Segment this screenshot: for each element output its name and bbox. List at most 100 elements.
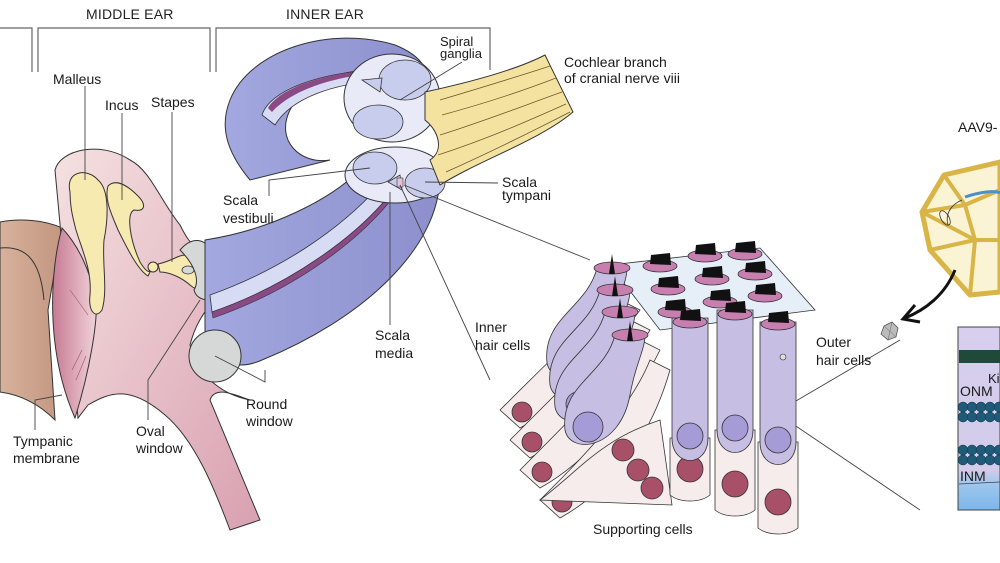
supporting-cell bbox=[538, 419, 673, 506]
oval-window bbox=[179, 240, 213, 301]
stereocilia-bundle bbox=[768, 311, 789, 323]
outer-ear-bracket bbox=[0, 27, 33, 72]
section-brackets bbox=[0, 27, 491, 72]
transduction-arrow bbox=[904, 269, 957, 320]
outer-hair-cell-nucleus bbox=[676, 422, 704, 450]
nerve-fibers bbox=[437, 65, 571, 173]
membrane-protein bbox=[984, 401, 996, 413]
label-inm: INM bbox=[960, 468, 986, 484]
tympanic-membrane bbox=[52, 227, 97, 420]
stereocilia bbox=[609, 254, 615, 274]
stereocilia bbox=[612, 276, 618, 296]
label-stapes: Stapes bbox=[151, 94, 195, 110]
supporting-cell-nucleus bbox=[521, 431, 543, 453]
stereocilia-bundle bbox=[695, 243, 716, 255]
label-scala-tympani-2: tympani bbox=[502, 187, 552, 203]
membrane-protein bbox=[975, 444, 987, 456]
middle-ear-header: MIDDLE EAR bbox=[86, 6, 174, 22]
label-scala-media-1: Scala bbox=[375, 327, 411, 343]
supporting-cell-nucleus bbox=[531, 461, 553, 483]
stereocilia-bundle bbox=[710, 289, 731, 301]
label-malleus: Malleus bbox=[53, 71, 102, 87]
label-scala-media-2: media bbox=[375, 345, 414, 361]
cochlea-cross-section-upper bbox=[343, 53, 441, 143]
membrane-protein bbox=[975, 454, 987, 466]
outer-hair-cell-nucleus bbox=[721, 414, 749, 442]
incus-bone bbox=[106, 182, 153, 277]
membrane-protein bbox=[966, 454, 978, 466]
stereocilia-bundle bbox=[665, 299, 686, 311]
stereocilia-bundle bbox=[658, 276, 679, 288]
stereocilia-bundle bbox=[735, 241, 756, 253]
supporting-cell-nucleus bbox=[640, 476, 664, 500]
label-onm: ONM bbox=[960, 383, 993, 399]
membrane-protein bbox=[984, 444, 996, 456]
stereocilia bbox=[627, 321, 633, 341]
outer-ear-fold bbox=[0, 247, 45, 301]
label-oval-window-2: window bbox=[136, 440, 183, 456]
membrane-protein bbox=[966, 401, 978, 413]
label-outer-hair-cells-1: Outer bbox=[816, 334, 852, 350]
inner-ear-bracket bbox=[215, 27, 491, 72]
label-scala-vestibuli-1: Scala bbox=[223, 192, 259, 208]
outer-hair-cell bbox=[716, 309, 754, 453]
membrane-protein bbox=[993, 454, 1000, 466]
leader-lines bbox=[34, 61, 921, 511]
membrane-protein bbox=[975, 401, 987, 413]
supporting-cell bbox=[757, 441, 799, 535]
label-tympanic-membrane-2: membrane bbox=[13, 450, 80, 466]
label-outer-hair-cells-2: hair cells bbox=[816, 352, 872, 368]
nerve-bouton bbox=[779, 353, 787, 361]
inner-hair-cell-nucleus bbox=[572, 411, 604, 443]
nuclear-envelope-panel bbox=[957, 326, 1000, 511]
stereocilia-bundle bbox=[650, 253, 671, 265]
label-cochlear-nerve-1: Cochlear branch bbox=[564, 54, 667, 70]
membrane-protein bbox=[957, 454, 969, 466]
label-scala-tympani-1: Scala bbox=[502, 174, 538, 190]
label-inner-hair-cells-2: hair cells bbox=[475, 337, 531, 353]
inm-proteins bbox=[957, 444, 1000, 466]
outer-hair-cell bbox=[671, 317, 709, 461]
label-spiral-ganglia-1: Spiral bbox=[440, 34, 474, 49]
membrane-protein bbox=[957, 411, 969, 423]
outer-ear-skin bbox=[0, 219, 63, 422]
label-incus: Incus bbox=[105, 97, 139, 113]
stereocilia-bundle bbox=[725, 301, 746, 313]
stereocilia-bundle bbox=[755, 283, 776, 295]
malleus-bone bbox=[68, 172, 108, 315]
membrane-protein bbox=[975, 411, 987, 423]
supporting-cell-nucleus bbox=[764, 488, 792, 516]
cochlear-nerve bbox=[424, 54, 574, 186]
organ-of-corti bbox=[499, 241, 816, 535]
apical-turn-stripe bbox=[268, 70, 382, 112]
label-round-window-2: window bbox=[246, 413, 293, 429]
label-tympanic-membrane-1: Tympanic bbox=[13, 433, 73, 449]
arrow-head bbox=[900, 304, 921, 324]
label-oval-window-1: Oval bbox=[136, 423, 165, 439]
label-scala-vestibuli-2: vestibuli bbox=[223, 210, 274, 226]
label-supporting-cells: Supporting cells bbox=[593, 521, 693, 537]
membrane-protein bbox=[966, 411, 978, 423]
tympanic-striations bbox=[69, 289, 89, 381]
membrane-protein bbox=[966, 444, 978, 456]
cochlea-duct bbox=[204, 169, 441, 366]
cochlea-cross-section-lower bbox=[344, 146, 446, 204]
membrane-protein bbox=[957, 401, 969, 413]
lenticular-process bbox=[147, 261, 159, 273]
supporting-cell-nucleus bbox=[721, 470, 749, 498]
label-aav: AAV9- bbox=[958, 119, 998, 135]
onm-proteins bbox=[957, 401, 1000, 423]
membrane-protein bbox=[957, 444, 969, 456]
supporting-cell-nucleus bbox=[511, 401, 533, 423]
small-aav-particle bbox=[880, 321, 899, 341]
label-round-window-1: Round bbox=[246, 396, 288, 412]
label-spiral-ganglia-2: ganglia bbox=[440, 46, 482, 61]
label-inner-hair-cells-1: Inner bbox=[475, 319, 507, 335]
stereocilia bbox=[617, 298, 623, 318]
label-ki: Ki bbox=[988, 371, 1000, 386]
stereocilia-bundle bbox=[702, 266, 723, 278]
middle-ear-bracket bbox=[37, 27, 211, 72]
supporting-cell-nucleus bbox=[611, 438, 635, 462]
label-cochlear-nerve-2: of cranial nerve viii bbox=[564, 70, 680, 86]
